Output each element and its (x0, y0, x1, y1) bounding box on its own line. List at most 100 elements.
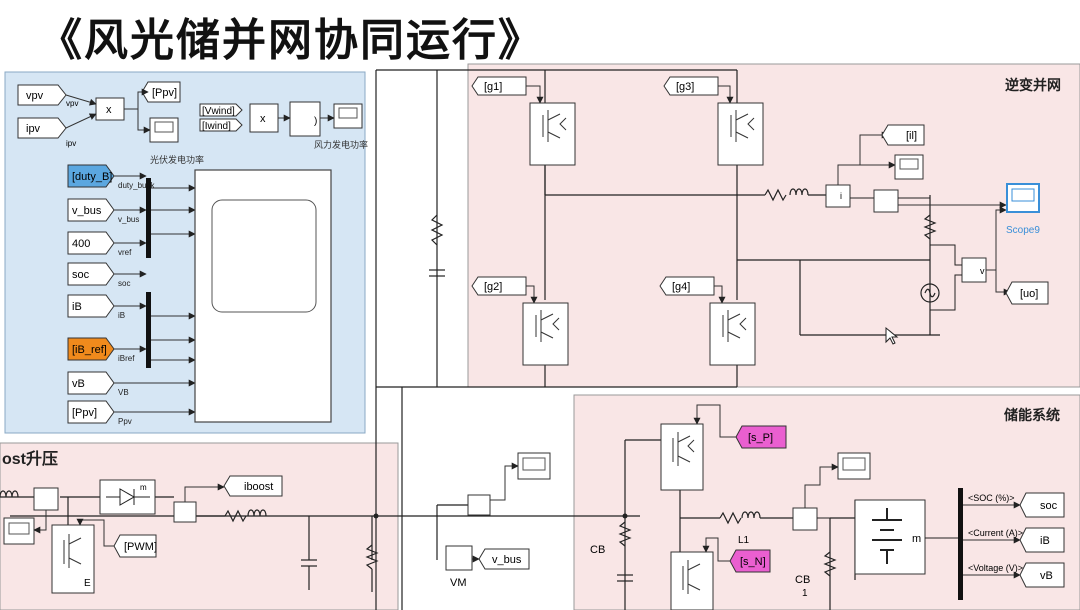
igbt-g4[interactable] (709, 302, 756, 366)
goto-iboost[interactable] (223, 475, 283, 497)
goto-s-p[interactable] (735, 425, 787, 449)
goto-il[interactable] (881, 124, 925, 146)
from-iwind (199, 118, 243, 132)
svg-text:ipv: ipv (66, 139, 76, 148)
ems-input-label: Ppv (118, 417, 132, 426)
ems-input-tag: [Ppv] (72, 407, 97, 419)
battery-output-label: <Current (A)> (968, 528, 1023, 538)
junction (373, 513, 379, 519)
ems-input-tag: iB (72, 301, 82, 313)
ems-input-tag: v_bus (72, 205, 102, 217)
boost-output-sensor[interactable] (173, 501, 197, 523)
pv-power-calc: vpv ipv vpv ipv x [Ppv] 光伏发电功率 (17, 81, 204, 165)
pv-power-caption: 光伏发电功率 (150, 154, 204, 165)
boost-load-resistor (365, 544, 379, 592)
svg-text:vpv: vpv (26, 90, 44, 102)
ems-input-7[interactable]: [Ppv] Ppv (67, 400, 196, 426)
svg-text:[PWM]: [PWM] (124, 541, 157, 553)
battery-output-2[interactable]: <Voltage (V)>vB (963, 562, 1065, 588)
ems-input-label: VB (118, 388, 129, 397)
inverter-wires (544, 70, 940, 387)
cb1-label: CB (795, 574, 810, 586)
wind-gain-block[interactable] (289, 101, 321, 137)
grid-load (920, 214, 940, 303)
ems-input-label: iB (118, 311, 125, 320)
grid-area-label: 逆变并网 (1005, 77, 1061, 93)
boost-current-sensor[interactable] (33, 487, 59, 511)
battery-output-tag: iB (1040, 535, 1050, 547)
igbt-s-p[interactable] (660, 423, 704, 491)
from-ipv (17, 117, 67, 139)
ems-input-5[interactable]: [iB_ref]iBref (67, 337, 147, 363)
cb-resistor (617, 521, 633, 582)
svg-text:iboost: iboost (244, 481, 273, 493)
igbt-g2[interactable] (522, 302, 569, 366)
battery-current-sensor[interactable] (792, 507, 818, 531)
ems-input-1[interactable]: v_bus v_bus (67, 198, 147, 224)
ems-input-4[interactable]: iB iB (67, 294, 147, 320)
from-g4[interactable] (659, 276, 715, 296)
storage-inductor (719, 511, 793, 525)
goto-uo[interactable] (1005, 281, 1049, 305)
ems-input-tag: vB (72, 378, 85, 390)
svg-text:[s_P]: [s_P] (748, 432, 773, 444)
ems-input-0[interactable]: [duty_B] duty_buck (67, 164, 155, 190)
boost-area-label: ost升压 (2, 450, 58, 468)
battery-output-label: <SOC (%)> (968, 493, 1015, 503)
igbt-s-n[interactable] (670, 551, 714, 610)
ems-input-label: duty_buck (118, 181, 155, 190)
bus-current-sensor[interactable] (467, 494, 491, 516)
cb-label: CB (590, 544, 605, 556)
vm-block[interactable] (445, 545, 473, 571)
from-vwind (199, 103, 243, 117)
svg-text:x: x (260, 113, 266, 125)
svg-text:[Ppv]: [Ppv] (152, 87, 177, 99)
ems-mux-b (146, 292, 151, 368)
ems-input-label: v_bus (118, 215, 139, 224)
power-meas-block[interactable] (873, 189, 899, 213)
voltage-sensor-grid[interactable] (961, 257, 987, 283)
ems-input-label: soc (118, 279, 130, 288)
from-g2[interactable] (471, 276, 527, 296)
svg-text:vpv: vpv (66, 99, 78, 108)
ems-input-tag: [duty_B] (72, 171, 112, 183)
boost-output-capacitor (301, 559, 317, 590)
ems-mux-a (146, 178, 151, 258)
svg-text:i: i (840, 191, 842, 201)
l1-label: L1 (738, 535, 750, 546)
battery-output-tag: soc (1040, 500, 1058, 512)
goto-pwm[interactable] (113, 534, 157, 558)
from-g3[interactable] (663, 76, 719, 96)
goto-v-bus[interactable] (478, 548, 530, 570)
battery-block[interactable] (854, 499, 926, 575)
wind-power-calc: [Vwind] [Iwind] x ) 风力发电功率 (199, 101, 368, 150)
current-sensor-grid[interactable] (825, 184, 851, 208)
cb1-resistor (823, 551, 837, 577)
from-vpv (17, 84, 67, 106)
dc-link-rc (429, 214, 445, 277)
battery-output-1[interactable]: <Current (A)> iB (963, 527, 1065, 553)
from-g1[interactable] (471, 76, 527, 96)
svg-text:[uo]: [uo] (1020, 288, 1038, 300)
boost-inductor (0, 490, 267, 523)
filter-inductor (760, 188, 826, 202)
wind-multiply-block[interactable] (249, 103, 279, 133)
svg-text:[g2]: [g2] (484, 281, 502, 293)
battery-output-0[interactable]: <SOC (%)> soc (963, 492, 1065, 518)
page-title: 《风光储并网协同运行》 (38, 15, 544, 66)
goto-s-n[interactable] (729, 549, 771, 573)
battery-outputs: <SOC (%)> soc <Current (A)> iB <Voltage (V)>… (963, 492, 1065, 588)
svg-text:ipv: ipv (26, 123, 41, 135)
dc-bus (10, 69, 737, 610)
ems-input-6[interactable]: vB VB (67, 371, 196, 397)
scope9-label: Scope9 (1006, 225, 1040, 236)
igbt-g3[interactable] (717, 102, 764, 166)
vm-label: VM (450, 577, 467, 589)
igbt-boost[interactable] (51, 524, 95, 594)
svg-text:[g1]: [g1] (484, 81, 502, 93)
igbt-g1[interactable] (529, 102, 576, 166)
